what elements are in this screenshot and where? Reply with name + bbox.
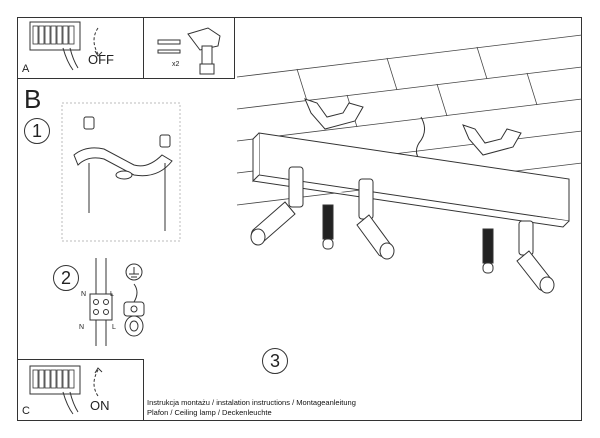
- ground-terminal-icon: [123, 263, 145, 337]
- panel-c-breaker: C ON: [17, 359, 144, 421]
- panel-a-breaker: A OFF: [17, 17, 144, 79]
- drill-icon: [157, 27, 221, 75]
- panel-c-letter: C: [22, 405, 30, 417]
- wire-n-top: N: [81, 291, 87, 298]
- wire-n-bottom: N: [79, 324, 85, 331]
- panel-a-off-label: OFF: [88, 52, 114, 67]
- panel-a-letter: A: [22, 63, 30, 75]
- bracket-mounting-diagram: [61, 102, 181, 242]
- ceiling-installation-diagram: [236, 34, 583, 294]
- step-1-marker: 1: [24, 118, 50, 144]
- step-1-number: 1: [31, 120, 42, 141]
- panel-drill-tools: x2: [143, 17, 235, 79]
- wire-l-top: L: [110, 291, 114, 298]
- step-3-marker: 3: [262, 348, 288, 374]
- terminal-block-diagram: [89, 258, 113, 346]
- panel-b-letter: B: [24, 84, 42, 114]
- panel-c-on-label: ON: [90, 398, 110, 413]
- step-3-number: 3: [269, 350, 280, 371]
- instruction-sheet-frame: [17, 17, 582, 421]
- caption-block: Instrukcja montażu / instalation instruc…: [147, 398, 356, 418]
- caption-title: Instrukcja montażu / instalation instruc…: [147, 398, 356, 407]
- breaker-box-icon: [29, 21, 103, 71]
- breaker-box-on-icon: [29, 365, 103, 415]
- step-2-marker: 2: [53, 265, 79, 291]
- step-2-number: 2: [60, 267, 71, 288]
- caption-subtitle: Plafon / Ceiling lamp / Deckenleuchte: [147, 408, 272, 417]
- anchor-count-label: x2: [172, 61, 180, 68]
- wire-l-bottom: L: [112, 324, 116, 331]
